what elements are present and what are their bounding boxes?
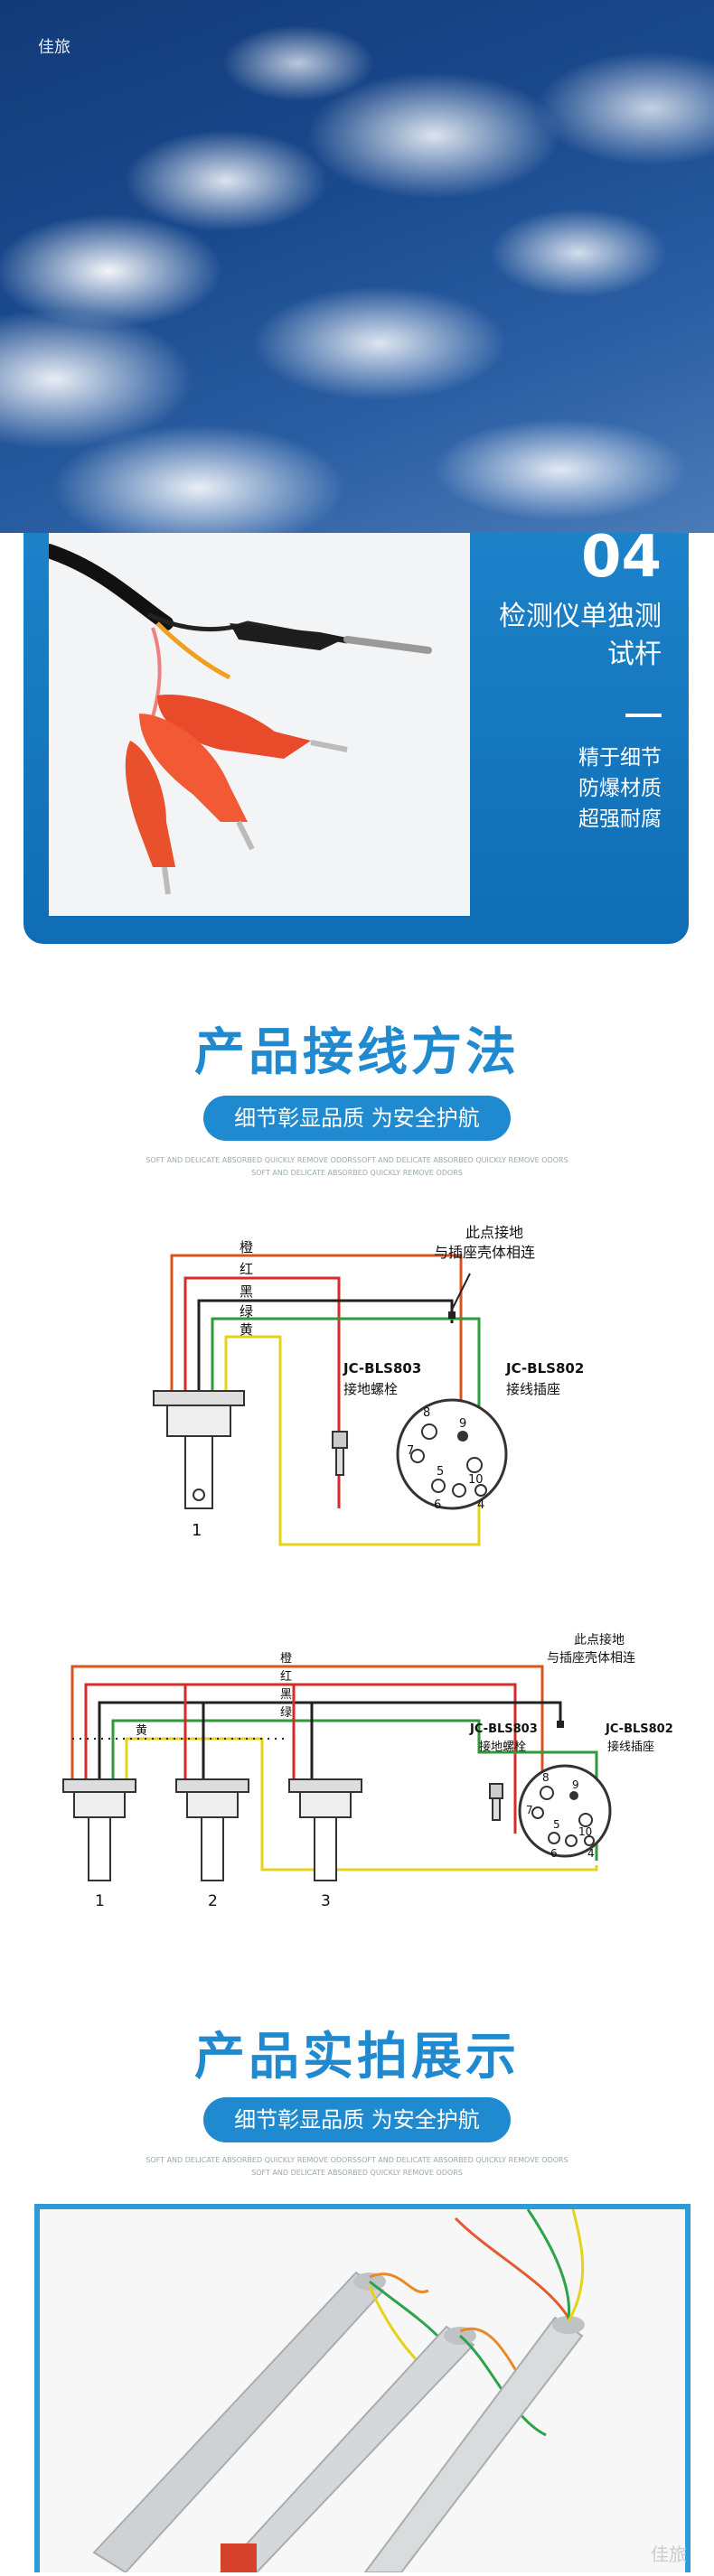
socket-connector bbox=[518, 1764, 612, 1858]
product-photo-frame bbox=[34, 2204, 691, 2574]
probe-1 bbox=[62, 1778, 136, 1881]
watermark-bottom: 佳旅 bbox=[651, 2543, 687, 2565]
ground-note-2: 与插座壳体相连 bbox=[434, 1244, 535, 1261]
ground-bolt bbox=[489, 1783, 503, 1821]
pin-label: 10 bbox=[468, 1473, 484, 1487]
pin-label: 7 bbox=[526, 1804, 533, 1816]
pin-label: 10 bbox=[578, 1825, 592, 1838]
probe-number: 1 bbox=[95, 1892, 105, 1910]
wire-label: 黑 bbox=[280, 1688, 292, 1702]
wiring-tagline-1: SOFT AND DELICATE ABSORBED QUICKLY REMOV… bbox=[146, 1156, 568, 1164]
socket-connector bbox=[396, 1398, 508, 1510]
probe-number: 2 bbox=[208, 1892, 218, 1910]
pin-label: 6 bbox=[550, 1847, 558, 1860]
wiring-diagram-three-probes: 此点接地 与插座壳体相连 橙 红 黑 绿 黄 1 2 3 JC-BLS803 接… bbox=[62, 1632, 673, 1910]
pin-label: 8 bbox=[423, 1406, 430, 1420]
pin-label: 6 bbox=[434, 1498, 441, 1512]
pin-label: 9 bbox=[459, 1417, 466, 1431]
probe-2 bbox=[175, 1778, 249, 1881]
feature-divider bbox=[625, 714, 662, 717]
wiring-tagline-2: SOFT AND DELICATE ABSORBED QUICKLY REMOV… bbox=[251, 1169, 463, 1177]
wire-label: 橙 bbox=[240, 1239, 253, 1255]
wiring-section-title: 产品接线方法 bbox=[194, 1023, 520, 1082]
wire-label: 黄 bbox=[240, 1321, 253, 1338]
test-leads-photo bbox=[42, 533, 470, 916]
probe-1 bbox=[153, 1390, 245, 1509]
wire-label: 红 bbox=[240, 1261, 253, 1277]
ground-note-1: 此点接地 bbox=[574, 1632, 625, 1647]
feature-subtitle-line: 精于细节 bbox=[578, 746, 662, 770]
socket-label: 接线插座 bbox=[506, 1381, 560, 1397]
feature-subtitle-line: 防爆材质 bbox=[578, 777, 662, 800]
photo-section-pill: 细节彰显品质 为安全护航 bbox=[203, 2097, 511, 2142]
wire-label: 绿 bbox=[240, 1303, 253, 1320]
wiring-diagram-single: 此点接地 与插座壳体相连 橙 红 黑 绿 黄 1 JC-BLS803 接地螺栓 … bbox=[153, 1224, 584, 1546]
pin-label: 9 bbox=[572, 1778, 579, 1791]
ground-note-1: 此点接地 bbox=[465, 1224, 523, 1241]
probe-rod bbox=[363, 2208, 585, 2573]
probe-number: 1 bbox=[192, 1521, 202, 1540]
pin-label: 4 bbox=[477, 1498, 484, 1512]
feature-title: 检测仪单独测试杆 bbox=[499, 601, 662, 670]
wiring-section-pill: 细节彰显品质 为安全护航 bbox=[203, 1096, 511, 1141]
socket-model: JC-BLS802 bbox=[505, 1360, 584, 1377]
sky-banner-image bbox=[0, 0, 714, 533]
socket-label: 接线插座 bbox=[607, 1740, 654, 1754]
photo-tagline-1: SOFT AND DELICATE ABSORBED QUICKLY REMOV… bbox=[146, 2156, 568, 2164]
photo-section-title: 产品实拍展示 bbox=[194, 2028, 520, 2086]
feature-card: 04 检测仪单独测试杆 精于细节 防爆材质 超强耐腐 bbox=[23, 524, 689, 944]
photo-tagline-2: SOFT AND DELICATE ABSORBED QUICKLY REMOV… bbox=[251, 2169, 463, 2177]
bolt-model: JC-BLS803 bbox=[343, 1360, 421, 1377]
pin-label: 7 bbox=[407, 1444, 414, 1458]
wire-label: 绿 bbox=[280, 1706, 292, 1720]
probe-3 bbox=[288, 1778, 362, 1881]
probe-rods-photo bbox=[40, 2208, 685, 2574]
probe-rod bbox=[92, 2271, 439, 2574]
pin-label: 5 bbox=[553, 1818, 560, 1831]
ground-bolt bbox=[332, 1431, 348, 1476]
feature-subtitle: 精于细节 防爆材质 超强耐腐 bbox=[481, 742, 662, 835]
wire-label: 黑 bbox=[240, 1283, 253, 1300]
pin-label: 8 bbox=[542, 1771, 550, 1784]
pin-label: 4 bbox=[587, 1847, 595, 1860]
watermark-top: 佳旅 bbox=[38, 38, 70, 57]
socket-model: JC-BLS802 bbox=[605, 1722, 673, 1736]
feature-subtitle-line: 超强耐腐 bbox=[578, 807, 662, 831]
wire-label: 黄 bbox=[136, 1724, 147, 1738]
alligator-clips-illustration bbox=[42, 533, 470, 916]
bolt-model: JC-BLS803 bbox=[469, 1722, 538, 1736]
feature-number: 04 bbox=[580, 524, 662, 591]
probe-number: 3 bbox=[321, 1892, 331, 1910]
ground-note-2: 与插座壳体相连 bbox=[547, 1650, 635, 1666]
pin-label: 5 bbox=[437, 1465, 444, 1479]
wire-label: 红 bbox=[280, 1669, 292, 1684]
bolt-label: 接地螺栓 bbox=[479, 1740, 526, 1754]
bolt-label: 接地螺栓 bbox=[343, 1381, 398, 1397]
wire-label: 橙 bbox=[280, 1652, 292, 1666]
